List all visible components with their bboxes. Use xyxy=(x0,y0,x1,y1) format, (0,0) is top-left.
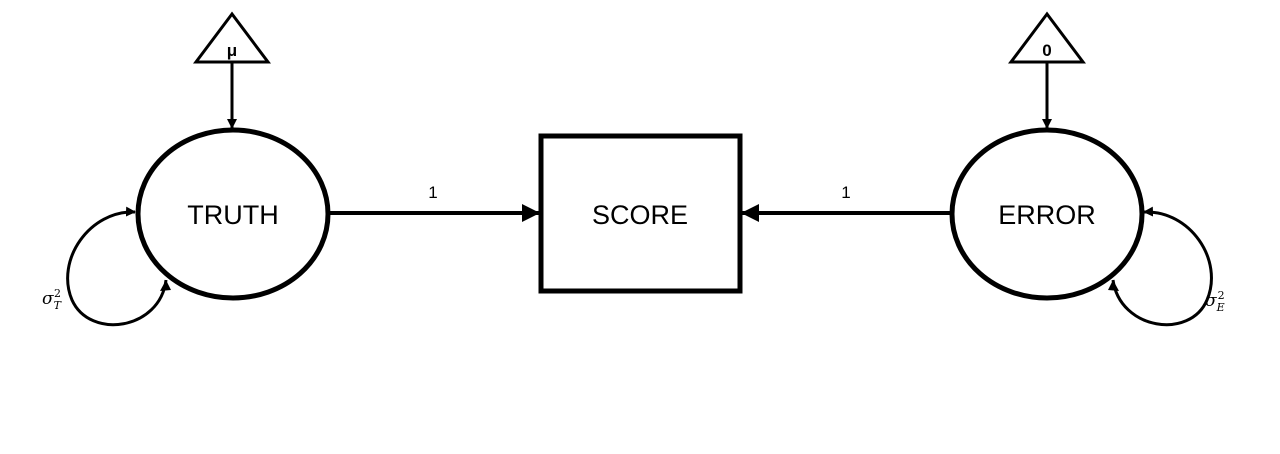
error-label: ERROR xyxy=(998,200,1096,230)
error-variance-loop xyxy=(1111,206,1213,327)
error-variance-subscript: E xyxy=(1216,301,1225,314)
truth-variance-loop-start-head xyxy=(160,280,171,291)
truth-variance-superscript: 2 xyxy=(54,287,61,300)
truth-variance-symbol: σ xyxy=(42,289,54,309)
truth-mean-constant: μ xyxy=(193,11,271,64)
error-mean-label: 0 xyxy=(1042,41,1051,60)
score-rect xyxy=(538,133,743,294)
error-mean-constant: 0 xyxy=(1008,11,1086,64)
truth-ellipse xyxy=(135,127,331,301)
truth-variance-subscript: T xyxy=(54,299,63,312)
error-variance-symbol: σ xyxy=(1205,291,1217,311)
truth-mean-label: μ xyxy=(227,41,237,60)
error-node: ERROR xyxy=(949,127,1145,301)
error-to-score-label: 1 xyxy=(841,183,850,202)
error-ellipse xyxy=(949,127,1145,301)
score-label: SCORE xyxy=(592,200,688,230)
error-variance-loop-start-head xyxy=(1108,280,1119,291)
truth-label: TRUTH xyxy=(187,200,278,230)
error-variance-superscript: 2 xyxy=(1218,289,1225,302)
truth-variance-loop xyxy=(66,206,168,327)
truth-to-score-label: 1 xyxy=(428,183,437,202)
truth-variance-label: σT2 xyxy=(42,287,63,312)
truth-node: TRUTH xyxy=(135,127,331,301)
score-node: SCORE xyxy=(538,133,743,294)
error-variance-label: σE2 xyxy=(1205,289,1225,314)
